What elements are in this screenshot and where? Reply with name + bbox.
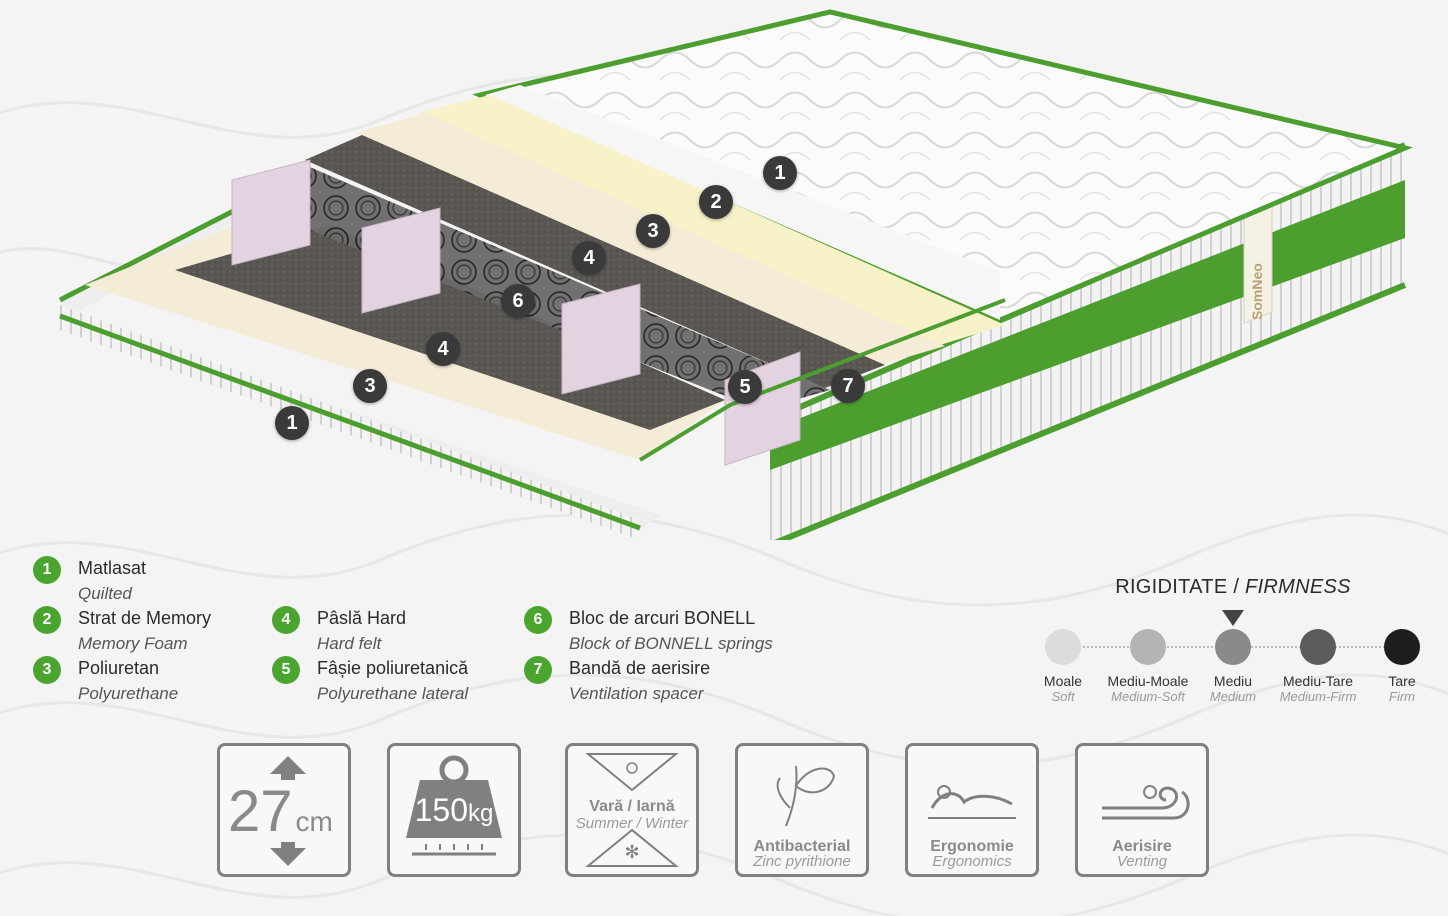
legend-number-badge: 6 (524, 606, 552, 634)
layer-marker: 1 (275, 406, 309, 440)
firmness-title-ro: RIGIDITATE / (1115, 576, 1240, 598)
air-flow-icon (1102, 785, 1190, 820)
firmness-label-en: Firm (1389, 689, 1415, 704)
legend-label-ro: Pâslă Hard (317, 608, 407, 628)
firmness-label-ro: Mediu-Tare (1282, 673, 1354, 689)
firmness-title-en: FIRMNESS (1245, 576, 1351, 598)
feature-venting: Aerisire Venting (1075, 743, 1209, 877)
weight-icon (406, 755, 502, 856)
weight-value: 150 (414, 792, 469, 828)
antibacterial-label-en: Zinc pyrithione (753, 853, 851, 870)
svg-text:✻: ✻ (624, 842, 639, 862)
firmness-label-en: Soft (1051, 689, 1075, 704)
weight-unit: kg (468, 800, 494, 827)
legend-label-ro: Strat de Memory (78, 608, 212, 628)
legend-label-ro: Bloc de arcuri BONELL (569, 608, 756, 628)
ergonomics-label-en: Ergonomics (932, 853, 1012, 870)
brand-strip-label: SomNeo (1249, 263, 1265, 320)
layer-marker: 2 (699, 185, 733, 219)
legend-label-en: Quilted (78, 584, 132, 603)
legend-label-en: Polyurethane lateral (317, 684, 469, 703)
layer-marker: 4 (426, 332, 460, 366)
venting-label-ro: Aerisire (1112, 838, 1172, 855)
legend-number-badge: 4 (272, 606, 300, 634)
feature-ergonomics: Ergonomie Ergonomics (905, 743, 1039, 877)
layer-marker: 7 (831, 369, 865, 403)
sun-snowflake-icon: ✻ (585, 753, 679, 867)
firmness-level-medium-soft: Mediu-Moale Medium-Soft (1093, 629, 1203, 704)
firmness-label-en: Medium (1209, 689, 1257, 704)
legend-number-badge: 1 (33, 556, 61, 584)
legend-label-en: Ventilation spacer (569, 684, 704, 703)
legend-number-badge: 5 (272, 656, 300, 684)
firmness-label-ro: Mediu-Moale (1107, 673, 1189, 689)
venting-label-en: Venting (1116, 853, 1168, 870)
feature-antibacterial: Antibacterial Zinc pyrithione (735, 743, 869, 877)
legend-label-ro: Bandă de aerisire (569, 658, 711, 678)
legend-label-en: Polyurethane (78, 684, 179, 703)
firmness-dot (1300, 629, 1336, 665)
legend-label-en: Hard felt (317, 634, 382, 653)
firmness-label-ro: Moale (1043, 673, 1083, 689)
firmness-level-medium: Mediu Medium (1178, 629, 1288, 704)
height-value: 27 (228, 779, 293, 844)
feature-season: ✻ Vară / Iarnă Summer / Winter (565, 743, 699, 877)
legend-number-badge: 2 (33, 606, 61, 634)
ergonomics-label-ro: Ergonomie (930, 838, 1014, 855)
legend-label-en: Memory Foam (78, 634, 188, 653)
firmness-level-medium-firm: Mediu-Tare Medium-Firm (1263, 629, 1373, 704)
height-arrows-icon (270, 756, 306, 866)
layer-marker: 4 (572, 241, 606, 275)
firmness-dot (1130, 629, 1166, 665)
firmness-level-firm: Tare Firm (1347, 629, 1448, 704)
legend-number-badge: 7 (524, 656, 552, 684)
season-label-ro: Vară / Iarnă (589, 798, 675, 815)
layer-marker: 3 (353, 369, 387, 403)
legend-number-badge: 3 (33, 656, 61, 684)
season-label-en: Summer / Winter (575, 815, 689, 832)
layer-marker: 5 (728, 370, 762, 404)
firmness-dot (1215, 629, 1251, 665)
firmness-label-ro: Tare (1388, 673, 1416, 689)
firmness-label-en: Medium-Soft (1111, 689, 1185, 704)
legend-label-ro: Fâșie poliuretanică (317, 658, 469, 678)
legend-label-ro: Poliuretan (78, 658, 160, 678)
firmness-label-ro: Mediu (1213, 673, 1253, 689)
firmness-dot (1384, 629, 1420, 665)
legend-label-en: Block of BONNELL springs (569, 634, 773, 653)
antibacterial-label-ro: Antibacterial (753, 838, 851, 855)
ergonomic-body-icon (928, 785, 1016, 819)
layer-marker: 6 (501, 284, 535, 318)
feature-max-weight: 150kg (387, 743, 521, 877)
firmness-label-en: Medium-Firm (1279, 689, 1357, 704)
firmness-selected-pointer-icon (1222, 610, 1244, 626)
leaf-icon (776, 765, 836, 827)
legend-label-ro: Matlasat (78, 558, 147, 578)
firmness-dot (1045, 629, 1081, 665)
layer-marker: 3 (636, 214, 670, 248)
firmness-level-soft: Moale Soft (1008, 629, 1118, 704)
layer-marker: 1 (763, 156, 797, 190)
mattress-cutaway-illustration: SomNeo (58, 9, 1413, 540)
height-unit: cm (295, 806, 333, 837)
firmness-title: RIGIDITATE / FIRMNESS (1070, 576, 1396, 599)
